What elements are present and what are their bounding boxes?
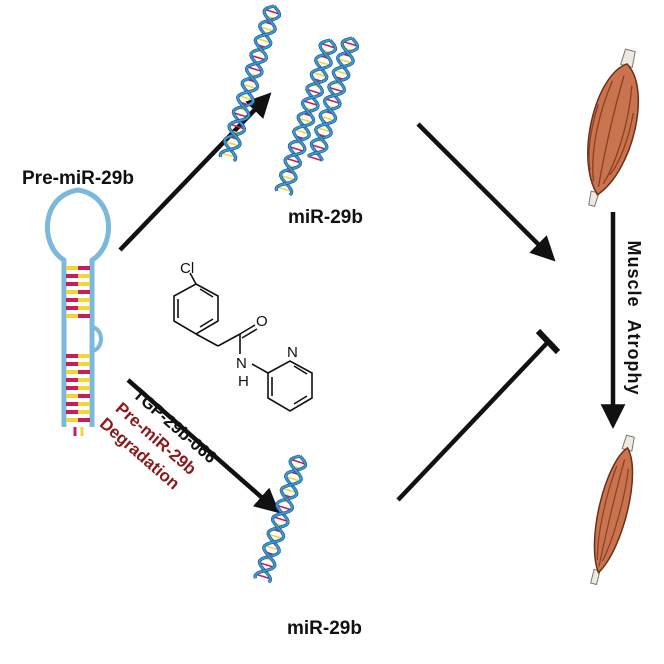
mirna-helix-icon — [253, 454, 308, 584]
chem-atom-o: O — [256, 313, 268, 330]
label-mirna-bottom: miR-29b — [287, 618, 362, 639]
label-atrophy: Atrophy — [624, 320, 644, 396]
label-muscle-atrophy: MuscleAtrophy — [624, 240, 644, 395]
chemical-structure-icon: Cl O N H N — [173, 260, 313, 412]
muscle-icon — [587, 48, 640, 207]
chem-atom-cl: Cl — [180, 260, 194, 277]
arrow-degradation — [126, 378, 280, 514]
chem-atom-n-pyridine: N — [287, 344, 298, 361]
label-muscle: Muscle — [624, 240, 644, 307]
pre-mirna-hairpin-icon — [44, 187, 112, 436]
label-mirna-top: miR-29b — [288, 207, 363, 228]
arrow-precursor-to-mirna — [118, 92, 272, 252]
chem-atom-n-amide: N — [236, 355, 247, 372]
chem-atom-h: H — [238, 373, 249, 390]
label-pre-mirna: Pre-miR-29b — [22, 168, 134, 189]
mirna-helix-icon — [218, 4, 360, 197]
arrow-mirna-to-atrophy — [416, 122, 556, 262]
muscle-icon — [590, 434, 635, 586]
inhibition-arrow — [396, 328, 561, 502]
